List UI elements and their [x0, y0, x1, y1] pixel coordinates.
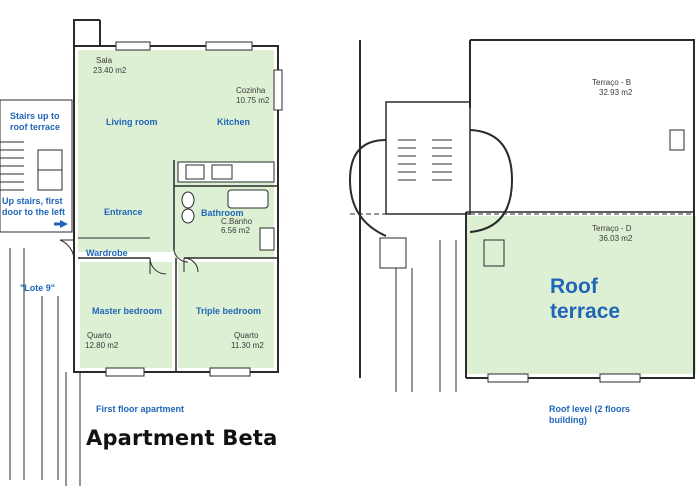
quarto-triple-name: Quarto — [234, 331, 259, 340]
terraco-b-area: 32.93 m2 — [599, 88, 633, 97]
quarto-master-name: Quarto — [87, 331, 112, 340]
master-bedroom-label: Master bedroom — [92, 306, 163, 316]
fixtures-first-floor — [177, 161, 275, 251]
up-stairs-note: Up stairs, first door to the left — [2, 196, 65, 217]
room-fills-first-floor — [78, 50, 274, 368]
lote-label: "Lote 9" — [20, 283, 56, 293]
kitchen-label: Kitchen — [217, 117, 251, 127]
sala-area: 23.40 m2 — [93, 66, 127, 75]
windows-first-floor — [105, 41, 283, 377]
cozinha-area: 10.75 m2 — [236, 96, 270, 105]
terraco-d-name: Terraço - D — [592, 224, 632, 233]
triple-bedroom-label: Triple bedroom — [196, 306, 262, 316]
apartment-title: Apartment Beta — [86, 426, 278, 450]
stairs-roof — [379, 129, 685, 392]
walls-roof — [348, 39, 695, 379]
entrance-arrow-icon — [60, 220, 68, 228]
quarto-triple-area: 11.30 m2 — [231, 341, 264, 350]
roof-terrace-label: Roof terrace — [550, 274, 650, 324]
first-floor-caption: First floor apartment — [96, 404, 185, 414]
sala-name: Sala — [96, 56, 113, 65]
stairs-up-note: Stairs up to roof terrace — [10, 111, 61, 132]
living-room-label: Living room — [106, 117, 158, 127]
terraco-b-name: Terraço - B — [592, 78, 632, 87]
entrance-label: Entrance — [104, 207, 143, 217]
cozinha-name: Cozinha — [236, 86, 266, 95]
door-swings-first-floor — [59, 239, 199, 275]
banho-area: 6.56 m2 — [221, 226, 250, 235]
quarto-master-area: 12.80 m2 — [85, 341, 119, 350]
roof-level-caption: Roof level (2 floors building) — [549, 404, 631, 425]
banho-name: C.Banho — [221, 217, 253, 226]
windows-roof — [487, 373, 641, 383]
wardrobe-label: Wardrobe — [86, 248, 128, 258]
terraco-d-area: 36.03 m2 — [599, 234, 633, 243]
bathroom-label: Bathroom — [201, 208, 244, 218]
roof-terrace-text: Roof terrace — [550, 275, 621, 323]
stairs-first-floor — [0, 99, 81, 486]
